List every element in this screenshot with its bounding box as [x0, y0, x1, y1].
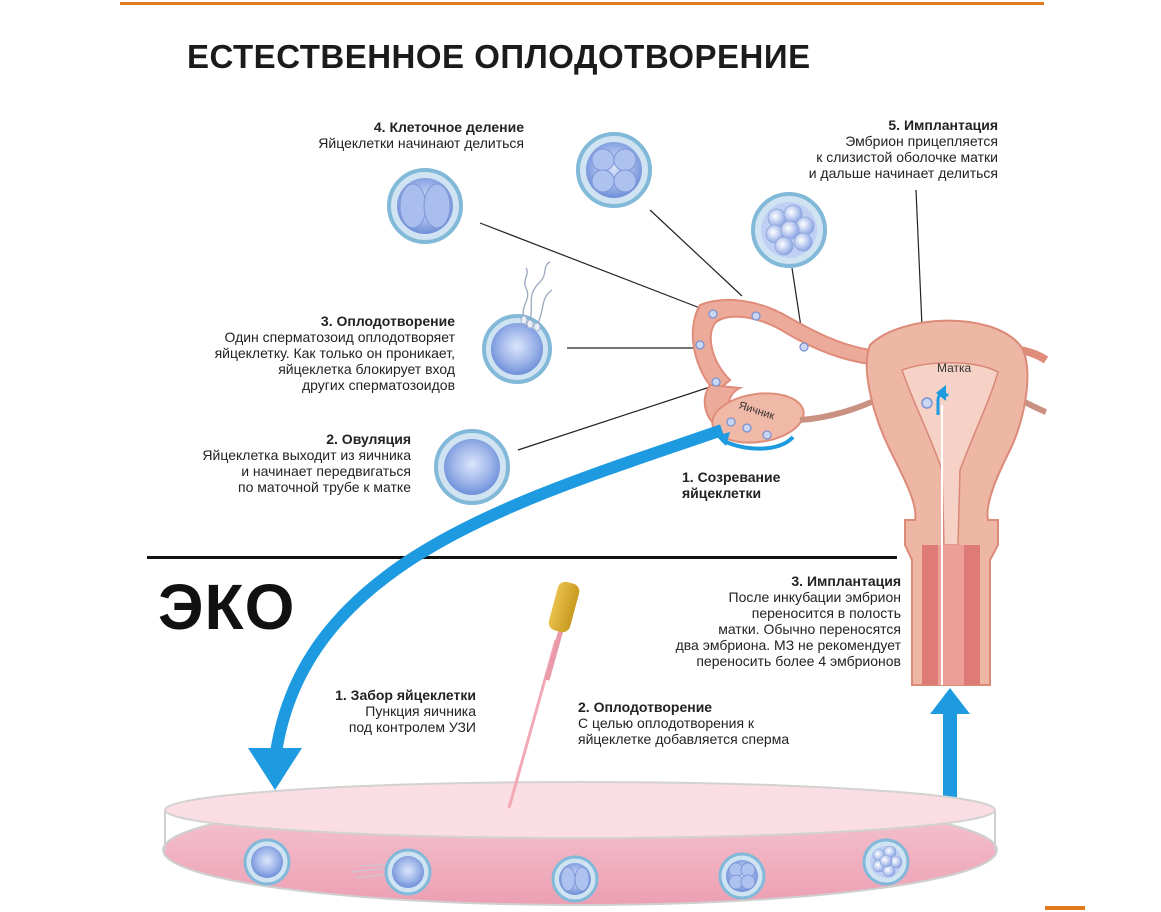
- fallopian-tube: [691, 298, 871, 394]
- cell-four-cell: [576, 132, 652, 208]
- label-line: переносится в полость: [751, 605, 901, 621]
- label-implantation: 5. Имплантация Эмбрион прицепляется к сл…: [809, 117, 998, 181]
- maturation-arrow: [721, 435, 795, 451]
- label-line: После инкубации эмбрион: [728, 589, 901, 605]
- label-maturation: 1. Созревание яйцеклетки: [682, 469, 780, 501]
- leader-line-ovulation: [517, 384, 717, 451]
- label-implantation-heading: 5. Имплантация: [888, 117, 998, 133]
- label-line: Пункция яичника: [365, 703, 476, 719]
- top-accent-rule: [120, 2, 1044, 5]
- label-ivf-implantation: 3. Имплантация После инкубации эмбрион п…: [676, 573, 901, 669]
- label-uterus: Матка: [937, 361, 972, 375]
- label-line: матки. Обычно переносятся: [718, 621, 901, 637]
- label-ivf-fertilization: 2. Оплодотворение С целью оплодотворения…: [578, 699, 789, 747]
- label-line: два эмбриона. МЗ не рекомендует: [675, 637, 901, 653]
- transfer-arrowhead: [930, 688, 970, 714]
- cell-fertilized: [482, 261, 553, 384]
- label-maturation-heading-2: яйцеклетки: [682, 485, 762, 501]
- cell-morula: [751, 192, 827, 268]
- label-ivf-retrieval: 1. Забор яйцеклетки Пункция яичника под …: [335, 687, 476, 735]
- label-ovulation-heading: 2. Овуляция: [326, 431, 411, 447]
- section-divider: [147, 556, 897, 559]
- label-line: и дальше начинает делиться: [808, 165, 998, 181]
- label-line: яйцеклетка блокирует вход: [278, 361, 455, 377]
- label-line: С целью оплодотворения к: [578, 715, 755, 731]
- label-line: Один сперматозоид оплодотворяет: [224, 329, 455, 345]
- pipette: [507, 581, 580, 809]
- label-ivf-retrieval-heading: 1. Забор яйцеклетки: [335, 687, 476, 703]
- label-line: Яйцеклетки начинают делиться: [318, 135, 524, 151]
- bottom-accent-rule: [1045, 906, 1085, 910]
- label-line: и начинает передвигаться: [241, 463, 411, 479]
- label-line: по маточной трубе к матке: [238, 479, 411, 495]
- dish-cell-5: [862, 838, 910, 886]
- label-ovulation: 2. Овуляция Яйцеклетка выходит из яичник…: [202, 431, 411, 495]
- dish-cell-3: [551, 855, 599, 903]
- cell-ovulated: [434, 429, 510, 505]
- page-title: ЕСТЕСТВЕННОЕ ОПЛОДОТВОРЕНИЕ: [187, 38, 811, 75]
- label-line: к слизистой оболочке матки: [816, 149, 998, 165]
- dish-cell-1: [243, 838, 291, 886]
- label-line: Эмбрион прицепляется: [845, 133, 998, 149]
- petri-dish: [162, 781, 998, 906]
- ovary: [711, 392, 805, 444]
- transfer-arrow: [943, 712, 957, 807]
- leader-lines: [479, 189, 926, 451]
- label-fertilization-heading: 3. Оплодотворение: [320, 313, 455, 329]
- label-line: переносить более 4 эмбрионов: [696, 653, 901, 669]
- retrieval-arrowhead: [248, 748, 302, 790]
- uterus-illustration: [691, 298, 1049, 686]
- label-line: яйцеклетке добавляется сперма: [578, 731, 790, 747]
- cell-two-cell: [387, 168, 463, 244]
- label-maturation-heading: 1. Созревание: [682, 469, 781, 485]
- eco-title: ЭКО: [158, 571, 296, 643]
- label-line: яйцеклетку. Как только он проникает,: [214, 345, 455, 361]
- label-line: других сперматозоидов: [301, 377, 455, 393]
- label-cell-division: 4. Клеточное деление Яйцеклетки начинают…: [318, 119, 524, 151]
- dish-cell-2: [351, 848, 432, 896]
- label-cell-division-heading: 4. Клеточное деление: [373, 119, 524, 135]
- label-fertilization: 3. Оплодотворение Один сперматозоид опло…: [215, 313, 455, 393]
- leader-line-division: [479, 222, 701, 309]
- label-line: под контролем УЗИ: [348, 719, 476, 735]
- dish-cell-4: [718, 852, 766, 900]
- leader-line-division-2: [649, 209, 743, 297]
- label-line: Яйцеклетка выходит из яичника: [202, 447, 411, 463]
- label-ivf-implantation-heading: 3. Имплантация: [791, 573, 901, 589]
- retrieval-arrow: [269, 424, 724, 761]
- label-ivf-fertilization-heading: 2. Оплодотворение: [578, 699, 713, 715]
